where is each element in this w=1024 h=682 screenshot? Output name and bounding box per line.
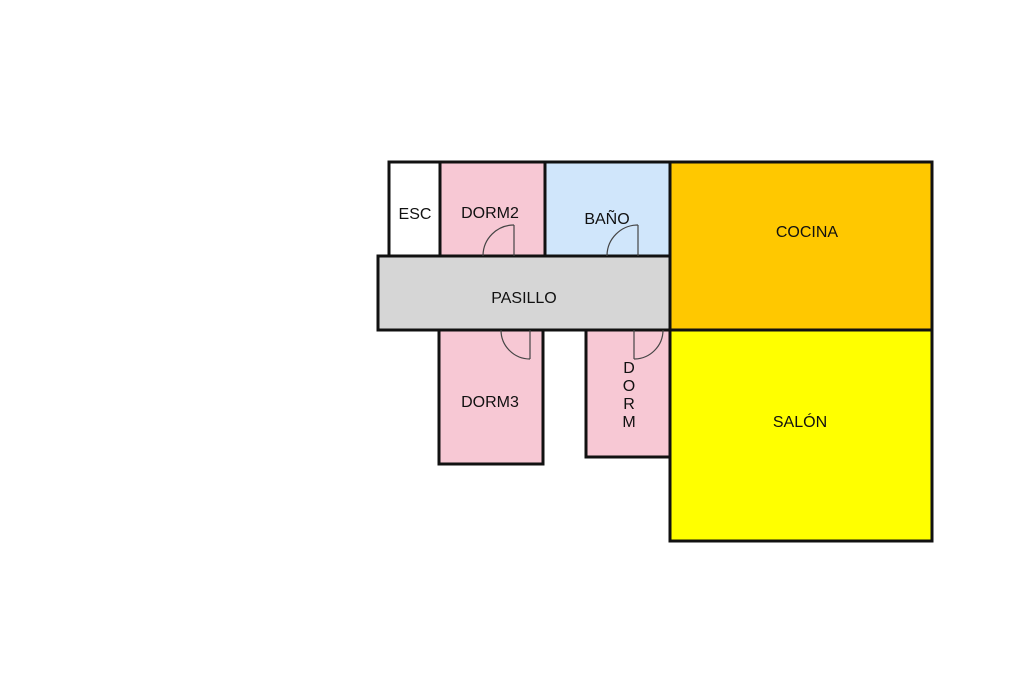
room-cocina bbox=[668, 160, 934, 332]
label-dorm-letter: O bbox=[623, 378, 635, 395]
label-cocina: COCINA bbox=[776, 224, 839, 241]
door-dorm3 bbox=[500, 329, 531, 360]
label-esc: ESC bbox=[399, 206, 432, 223]
room-bano bbox=[543, 160, 672, 259]
label-dorm2: DORM2 bbox=[461, 205, 519, 222]
door-dorm2 bbox=[482, 224, 515, 257]
room-pasillo bbox=[376, 254, 672, 332]
label-dorm-letter: D bbox=[623, 360, 635, 377]
label-dorm3: DORM3 bbox=[461, 394, 519, 411]
label-salon: SALÓN bbox=[773, 412, 827, 431]
room-dorm2 bbox=[438, 160, 547, 259]
label-dorm-letter: R bbox=[623, 396, 635, 413]
label-dorm-vertical: D O R M bbox=[622, 360, 635, 431]
door-dorm bbox=[633, 329, 664, 360]
room-salon bbox=[668, 328, 934, 543]
label-bano: BAÑO bbox=[584, 208, 629, 228]
label-dorm-letter: M bbox=[622, 414, 635, 431]
label-pasillo: PASILLO bbox=[491, 290, 557, 307]
door-bano bbox=[606, 224, 639, 257]
